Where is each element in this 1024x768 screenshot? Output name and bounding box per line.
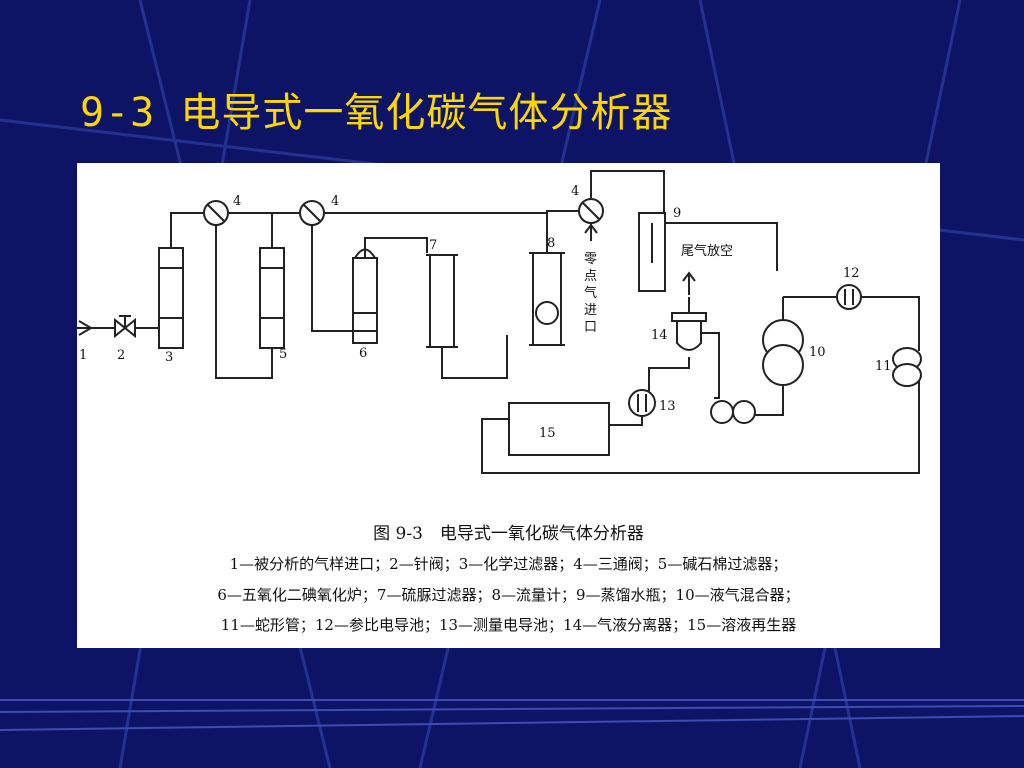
pipe xyxy=(215,225,273,379)
label-zero-gas-char-3: 气 xyxy=(584,285,597,301)
coil-small-right xyxy=(732,400,756,424)
needle-valve-2 xyxy=(114,315,136,339)
label-zero-gas-char-2: 点 xyxy=(584,269,597,284)
pipe xyxy=(311,225,365,332)
label-14: 14 xyxy=(651,328,668,343)
label-10: 10 xyxy=(809,345,826,360)
legend-line-2: 6—五氧化二碘氧化炉；7—硫脲过滤器；8—流量计；9—蒸馏水瓶；10—液气混合器… xyxy=(217,586,800,604)
liquid-gas-mixer-10-lower xyxy=(762,344,804,386)
solution-regenerator-15 xyxy=(508,402,610,456)
iodine-pentoxide-furnace-6 xyxy=(352,257,378,344)
pipe xyxy=(648,357,690,391)
coil-small-left xyxy=(710,400,734,424)
label-12: 12 xyxy=(843,266,860,281)
label-4a: 4 xyxy=(233,194,241,209)
label-5: 5 xyxy=(279,347,287,362)
gas-liquid-separator-14 xyxy=(676,320,702,351)
label-zero-gas-char-4: 进 xyxy=(584,303,597,318)
legend-line-1: 1—被分析的气样进口；2—针阀；3—化学过滤器；4—三通阀；5—碱石棉过滤器； xyxy=(229,555,788,573)
pipe xyxy=(481,381,920,474)
label-15: 15 xyxy=(539,426,556,441)
pipe xyxy=(609,416,643,426)
legend-line-3: 11—蛇形管；12—参比电导池；13—测量电导池；14—气液分离器；15—溶液再… xyxy=(220,616,797,634)
label-3: 3 xyxy=(165,350,173,365)
pipe xyxy=(364,237,428,258)
figure-caption: 图 9-3 电导式一氧化碳气体分析器 xyxy=(373,524,644,544)
reference-cell-12 xyxy=(836,284,862,310)
figure-panel: 1 2 3 4 4 4 5 6 7 8 9 10 11 12 13 14 15 … xyxy=(77,163,940,648)
label-zero-gas-char-1: 零 xyxy=(584,252,597,267)
label-1: 1 xyxy=(79,348,87,363)
label-9: 9 xyxy=(673,206,681,221)
measuring-cell-13 xyxy=(628,389,656,417)
pipe xyxy=(590,170,665,213)
label-8: 8 xyxy=(547,236,555,251)
label-11: 11 xyxy=(875,359,892,374)
label-tail-gas-vent: 尾气放空 xyxy=(681,243,733,259)
label-4b: 4 xyxy=(331,194,339,209)
label-7: 7 xyxy=(429,238,437,253)
thiourea-filter-7 xyxy=(429,254,455,348)
label-13: 13 xyxy=(659,399,676,414)
pipe xyxy=(701,332,720,399)
label-4c: 4 xyxy=(571,184,579,199)
pipe xyxy=(170,212,204,248)
pipe xyxy=(665,222,778,271)
label-zero-gas-char-5: 口 xyxy=(584,320,597,335)
label-2: 2 xyxy=(117,348,125,363)
soda-asbestos-filter-5 xyxy=(259,247,285,349)
flowmeter-8 xyxy=(532,252,562,346)
pipe xyxy=(861,296,920,351)
chemical-filter-3 xyxy=(158,247,184,349)
serpentine-tube-11-lower xyxy=(892,363,922,387)
pipe xyxy=(441,335,508,379)
label-6: 6 xyxy=(359,346,367,361)
analyzer-flow-diagram: 1 2 3 4 4 4 5 6 7 8 9 10 11 12 13 14 15 … xyxy=(77,170,922,474)
pipe xyxy=(752,385,784,416)
pipe xyxy=(546,210,579,253)
slide-title: 9-3 电导式一氧化碳气体分析器 xyxy=(80,90,673,136)
